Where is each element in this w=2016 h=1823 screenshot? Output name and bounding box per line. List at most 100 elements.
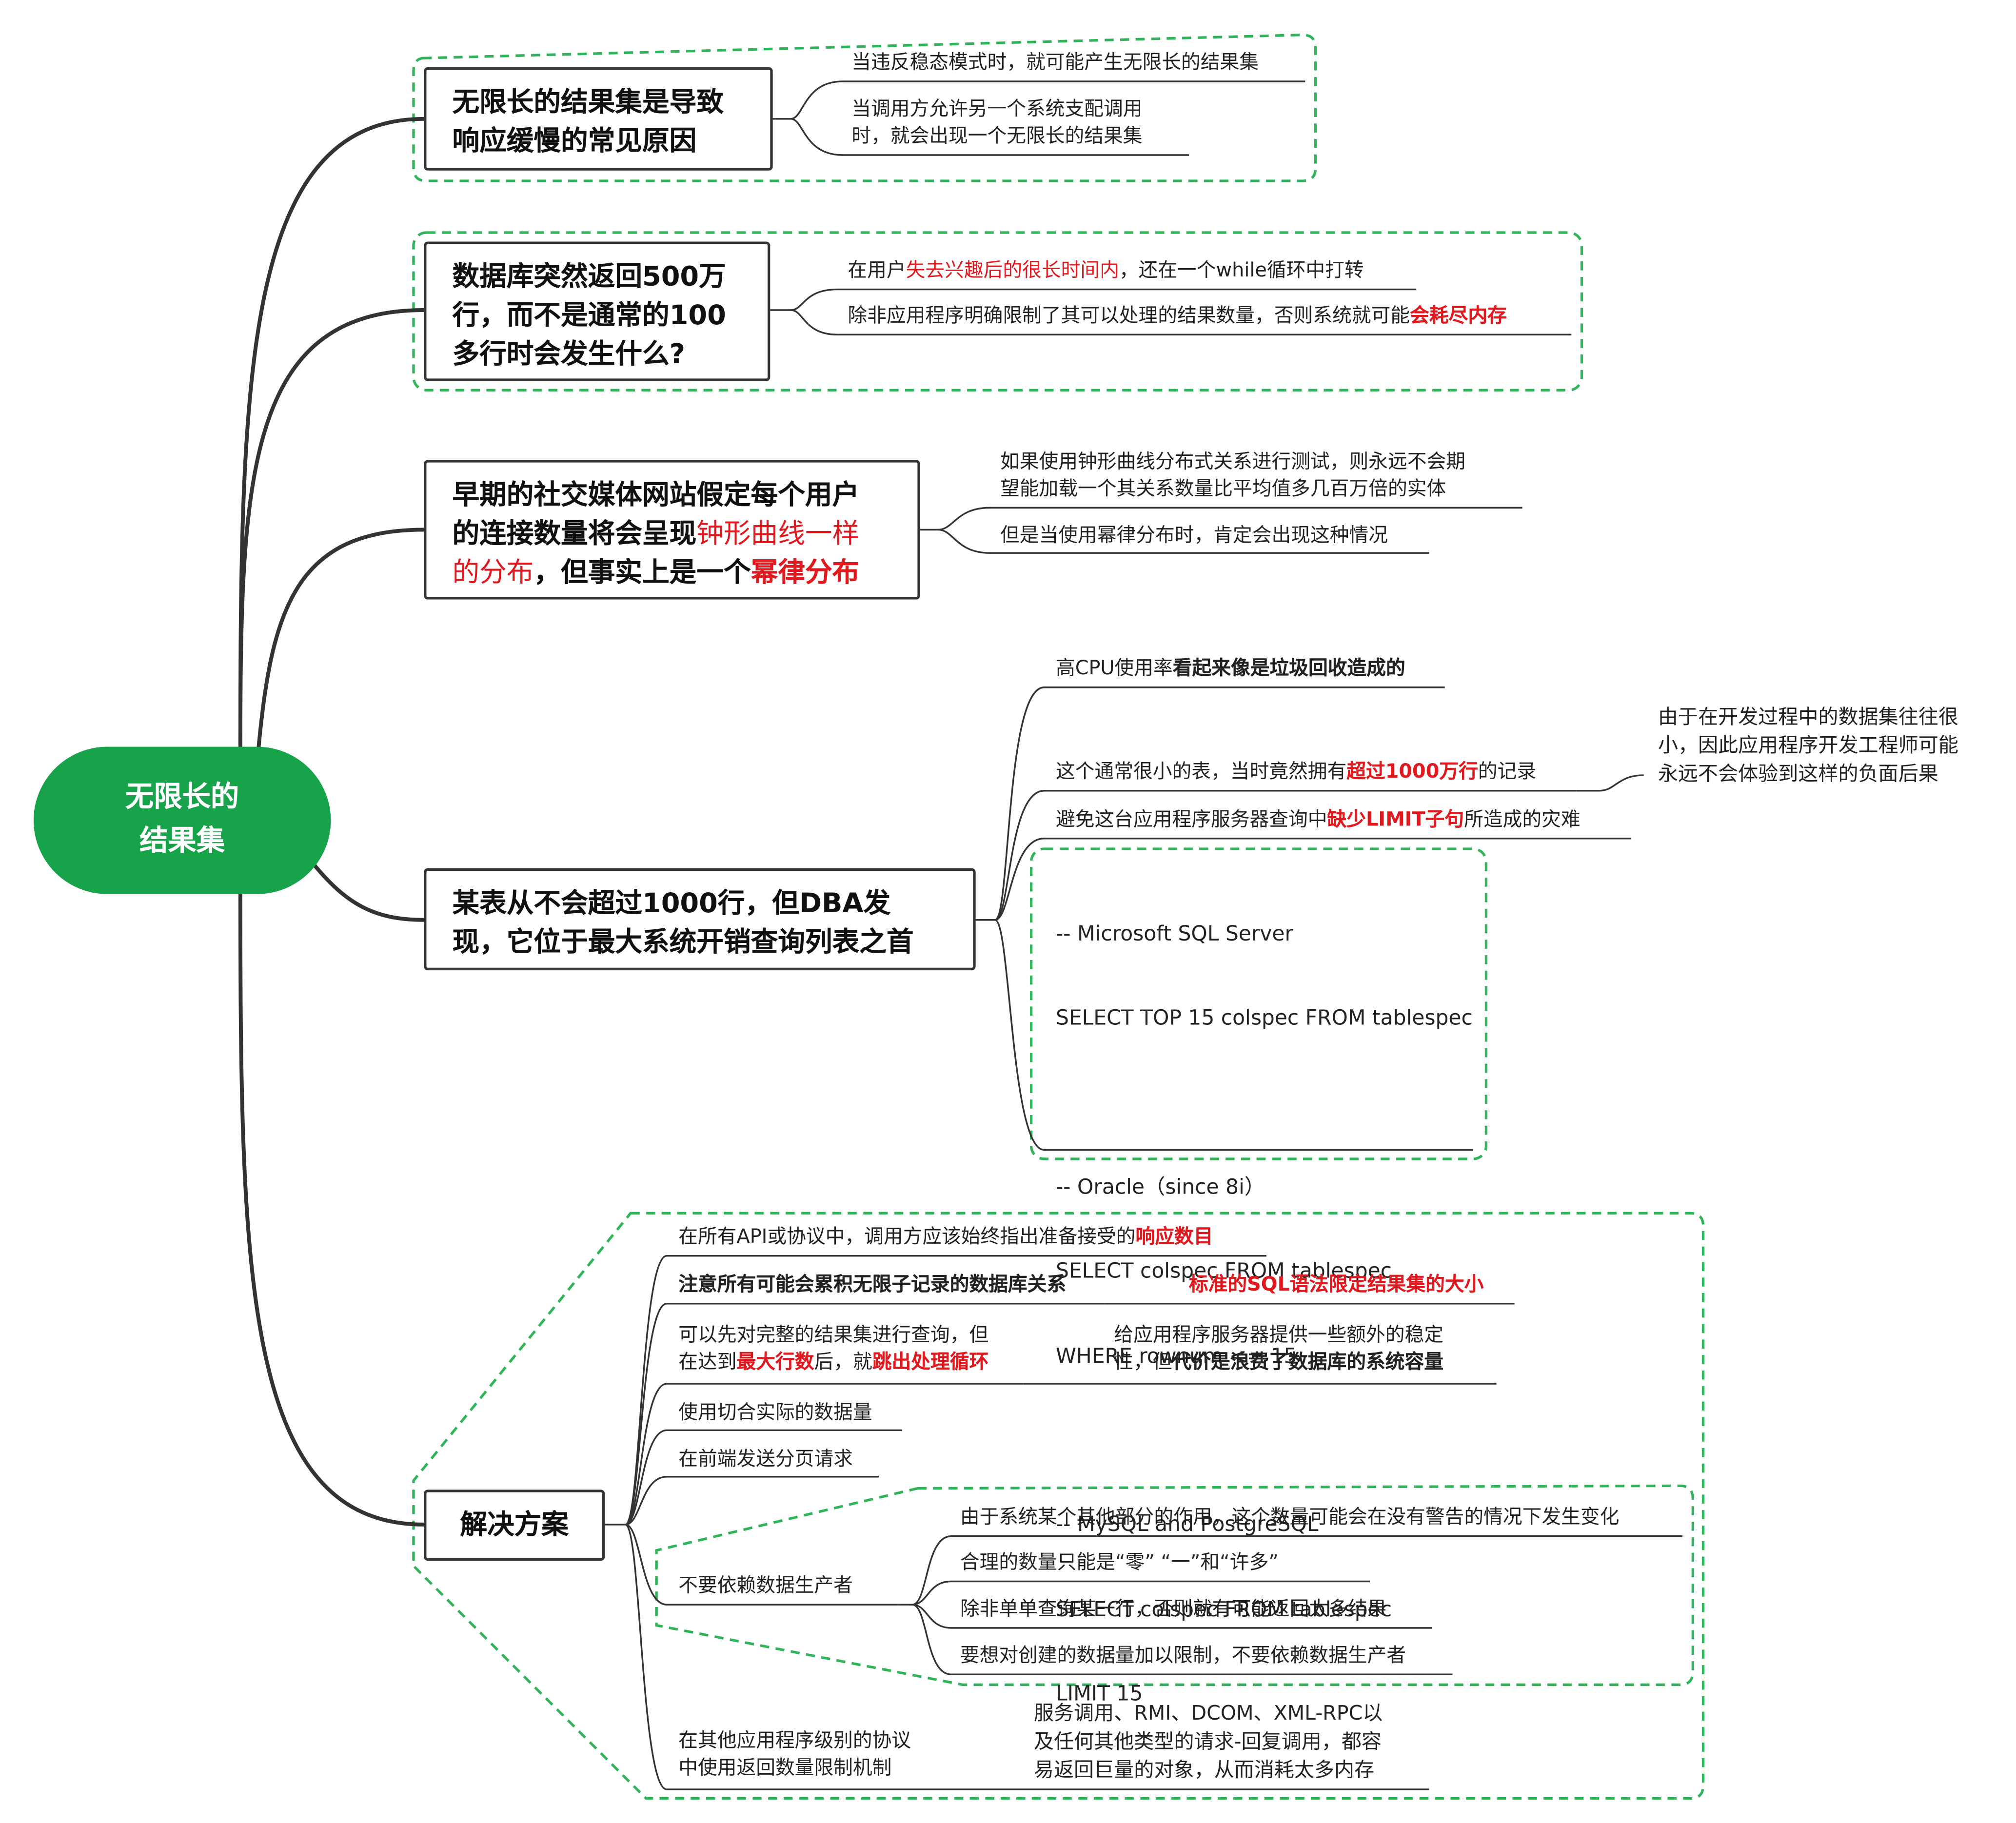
- branch4-title-line2: 现，它位于最大系统开销查询列表之首: [452, 926, 914, 958]
- solution-3-line2: 在达到最大行数后，就跳出处理循环: [678, 1349, 988, 1376]
- solution-3-l2-a: 在达到: [678, 1350, 737, 1373]
- branch4-leaf2-a: 这个通常很小的表，当时竟然拥有: [1055, 760, 1347, 783]
- branch4-leaf3[interactable]: 避免这台应用程序服务器查询中缺少LIMIT子句所造成的灾难: [1056, 806, 1581, 834]
- branch3-title-l2-a: 的连接数量将会呈现: [452, 518, 697, 549]
- root-title-line1: 无限长的: [125, 782, 239, 814]
- code-line-8: -- MySQL and PostgreSQL: [1055, 1512, 1319, 1537]
- solution-3-child-l2-a: 性，但: [1114, 1350, 1172, 1373]
- branch1-leaf2[interactable]: 当调用方允许另一个系统支配调用 时，就会出现一个无限长的结果集: [851, 96, 1142, 150]
- branch3-leaf1-line1: 如果使用钟形曲线分布式关系进行测试，则永远不会期: [1000, 450, 1466, 473]
- branch2-title-line2: 行，而不是通常的100: [452, 299, 726, 331]
- solution-1-highlight: 响应数目: [1135, 1225, 1213, 1248]
- code-line-1: -- Microsoft SQL Server: [1055, 921, 1293, 945]
- group-frame-s6: [655, 1484, 1695, 1686]
- solution-6-child-4[interactable]: 要想对创建的数据量加以限制，不要依赖数据生产者: [960, 1643, 1406, 1667]
- code-line-2: SELECT TOP 15 colspec FROM tablespec: [1055, 1005, 1473, 1030]
- branch4-leaf3-c: 所造成的灾难: [1464, 807, 1581, 831]
- branch1-title-line1: 无限长的结果集是导致: [452, 86, 724, 118]
- branch4-leaf1-bold: 看起来像是垃圾回收造成的: [1172, 656, 1405, 680]
- branch3-leaf1-line2: 望能加载一个其关系数量比平均值多几百万倍的实体: [1000, 476, 1446, 500]
- branch4-leaf2-child-line2: 小，因此应用程序开发工程师可能: [1658, 734, 1958, 757]
- branch1-leaf1[interactable]: 当违反稳态模式时，就可能产生无限长的结果集: [851, 50, 1259, 74]
- branch4-node[interactable]: 某表从不会超过1000行，但DBA发 现，它位于最大系统开销查询列表之首: [424, 868, 976, 971]
- branch1-leaf2-line1: 当调用方允许另一个系统支配调用: [851, 97, 1143, 120]
- solution-6-child-3[interactable]: 除非单单查询某一行，否则就有可能返回太多结果: [960, 1597, 1387, 1620]
- branch2-node[interactable]: 数据库突然返回500万 行，而不是通常的100 多行时会发生什么?: [424, 241, 771, 381]
- solution-3[interactable]: 可以先对完整的结果集进行查询，但 在达到最大行数后，就跳出处理循环: [678, 1322, 988, 1376]
- solution-4[interactable]: 使用切合实际的数据量: [678, 1400, 872, 1424]
- solution-3-l2-highlight: 最大行数: [736, 1350, 814, 1373]
- branch2-leaf1-c: ，还在一个while循环中打转: [1119, 258, 1364, 282]
- code-line-6: WHERE rownum <= 15: [1055, 1343, 1297, 1368]
- solution-3-line1: 可以先对完整的结果集进行查询，但: [678, 1323, 989, 1347]
- branch4-leaf2-child[interactable]: 由于在开发过程中的数据集往往很 小，因此应用程序开发工程师可能 永远不会体验到这…: [1658, 703, 1958, 788]
- branch1-leaf2-line2: 时，就会出现一个无限长的结果集: [851, 124, 1143, 148]
- solution-6[interactable]: 不要依赖数据生产者: [678, 1573, 853, 1597]
- branch4-title-line1: 某表从不会超过1000行，但DBA发: [452, 887, 891, 919]
- solution-3-l2-c: 后，就: [814, 1350, 872, 1373]
- solution-1-a: 在所有API或协议中，调用方应该始终指出准备接受的: [678, 1225, 1136, 1248]
- branch3-title-line2: 的连接数量将会呈现钟形曲线一样: [452, 514, 891, 553]
- solution-7-child-line3: 易返回巨量的对象，从而消耗太多内存: [1033, 1758, 1375, 1782]
- branch2-leaf1[interactable]: 在用户失去兴趣后的很长时间内，还在一个while循环中打转: [848, 257, 1364, 284]
- branch4-leaf2-child-line1: 由于在开发过程中的数据集往往很: [1658, 705, 1958, 729]
- solution-2[interactable]: 注意所有可能会累积无限子记录的数据库关系: [678, 1273, 1067, 1296]
- root-title-line2: 结果集: [139, 825, 225, 858]
- branch4-leaf1-a: 高CPU使用率: [1055, 656, 1173, 680]
- code-line-4: -- Oracle（since 8i）: [1055, 1174, 1265, 1199]
- branch3-title-line3: 的分布，但事实上是一个幂律分布: [452, 553, 891, 591]
- code-line-5: SELECT colspec FROM tablespec: [1055, 1258, 1392, 1283]
- branch1-node[interactable]: 无限长的结果集是导致 响应缓慢的常见原因: [424, 67, 773, 171]
- code-line-9: SELECT colspec FROM tablespec: [1055, 1596, 1392, 1621]
- branch4-leaf3-a: 避免这台应用程序服务器查询中: [1055, 807, 1327, 831]
- branch3-title-l3-b: ，但事实上是一个: [534, 557, 751, 588]
- group-frame-code: [1029, 847, 1488, 1160]
- code-line-7: [1056, 1426, 1473, 1454]
- solution-1[interactable]: 在所有API或协议中，调用方应该始终指出准备接受的响应数目: [678, 1223, 1213, 1251]
- root-node[interactable]: 无限长的 结果集: [33, 746, 331, 894]
- solution-6-child-2[interactable]: 合理的数量只能是“零” “一”和“许多”: [960, 1550, 1279, 1574]
- solution-6-child-1[interactable]: 由于系统某个其他部分的作用，这个数量可能会在没有警告的情况下发生变化: [960, 1505, 1620, 1529]
- branch3-leaf1[interactable]: 如果使用钟形曲线分布式关系进行测试，则永远不会期 望能加载一个其关系数量比平均值…: [1000, 449, 1465, 503]
- solution-5[interactable]: 在前端发送分页请求: [678, 1447, 853, 1470]
- solution-7-line1: 在其他应用程序级别的协议: [678, 1728, 911, 1752]
- branch4-leaf2-c: 的记录: [1478, 760, 1537, 783]
- branch2-title-line3: 多行时会发生什么?: [452, 338, 685, 370]
- branch5-node[interactable]: 解决方案: [424, 1490, 605, 1561]
- solution-3-child[interactable]: 给应用程序服务器提供一些额外的稳定 性，但代价是浪费了数据库的系统容量: [1114, 1322, 1443, 1376]
- branch3-leaf2[interactable]: 但是当使用幂律分布时，肯定会出现这种情况: [1000, 523, 1388, 547]
- branch4-leaf2-highlight: 超过1000万行: [1346, 760, 1478, 783]
- branch4-leaf3-highlight: 缺少LIMIT子句: [1327, 807, 1464, 831]
- branch3-node[interactable]: 早期的社交媒体网站假定每个用户 的连接数量将会呈现钟形曲线一样 的分布，但事实上…: [424, 460, 920, 600]
- solution-2-child[interactable]: 标准的SQL语法限定结果集的大小: [1188, 1273, 1484, 1296]
- branch2-leaf2[interactable]: 除非应用程序明确限制了其可以处理的结果数量，否则系统就可能会耗尽内存: [848, 302, 1507, 330]
- group-frame-branch5: [412, 1212, 1705, 1800]
- sql-code-block[interactable]: -- Microsoft SQL Server SELECT TOP 15 co…: [1056, 863, 1473, 1764]
- branch3-title-l3-highlight: 的分布: [452, 557, 534, 588]
- branch2-leaf2-a: 除非应用程序明确限制了其可以处理的结果数量，否则系统就可能: [848, 303, 1410, 327]
- branch2-leaf1-a: 在用户: [848, 258, 906, 282]
- branch1-title-line2: 响应缓慢的常见原因: [452, 125, 697, 157]
- branch2-leaf2-highlight: 会耗尽内存: [1410, 303, 1507, 327]
- solution-3-child-line1: 给应用程序服务器提供一些额外的稳定: [1114, 1323, 1443, 1347]
- solution-7-child-line2: 及任何其他类型的请求-回复调用，都容: [1033, 1730, 1382, 1753]
- branch3-title-l3-highlight2: 幂律分布: [751, 557, 860, 588]
- solution-7-child[interactable]: 服务调用、RMI、DCOM、XML-RPC以 及任何其他类型的请求-回复调用，都…: [1034, 1699, 1383, 1784]
- branch3-title-l2-highlight: 钟形曲线一样: [696, 518, 860, 549]
- group-frame-branch2: [412, 231, 1583, 392]
- branch5-title: 解决方案: [460, 1509, 569, 1540]
- solution-3-child-line2: 性，但代价是浪费了数据库的系统容量: [1114, 1349, 1443, 1376]
- branch3-title-line1: 早期的社交媒体网站假定每个用户: [452, 479, 860, 510]
- group-frame-branch1: [412, 33, 1317, 182]
- branch2-leaf1-highlight: 失去兴趣后的很长时间内: [906, 258, 1119, 282]
- code-line-10: LIMIT 15: [1055, 1681, 1143, 1706]
- code-line-3: [1056, 1088, 1473, 1117]
- solution-3-l2-highlight2: 跳出处理循环: [872, 1350, 989, 1373]
- solution-7[interactable]: 在其他应用程序级别的协议 中使用返回数量限制机制: [678, 1727, 911, 1782]
- branch4-leaf2[interactable]: 这个通常很小的表，当时竟然拥有超过1000万行的记录: [1056, 758, 1536, 785]
- solution-7-child-line1: 服务调用、RMI、DCOM、XML-RPC以: [1033, 1701, 1383, 1725]
- branch4-leaf1[interactable]: 高CPU使用率看起来像是垃圾回收造成的: [1056, 655, 1405, 682]
- branch2-title-line1: 数据库突然返回500万: [452, 261, 726, 292]
- solution-7-line2: 中使用返回数量限制机制: [678, 1756, 892, 1779]
